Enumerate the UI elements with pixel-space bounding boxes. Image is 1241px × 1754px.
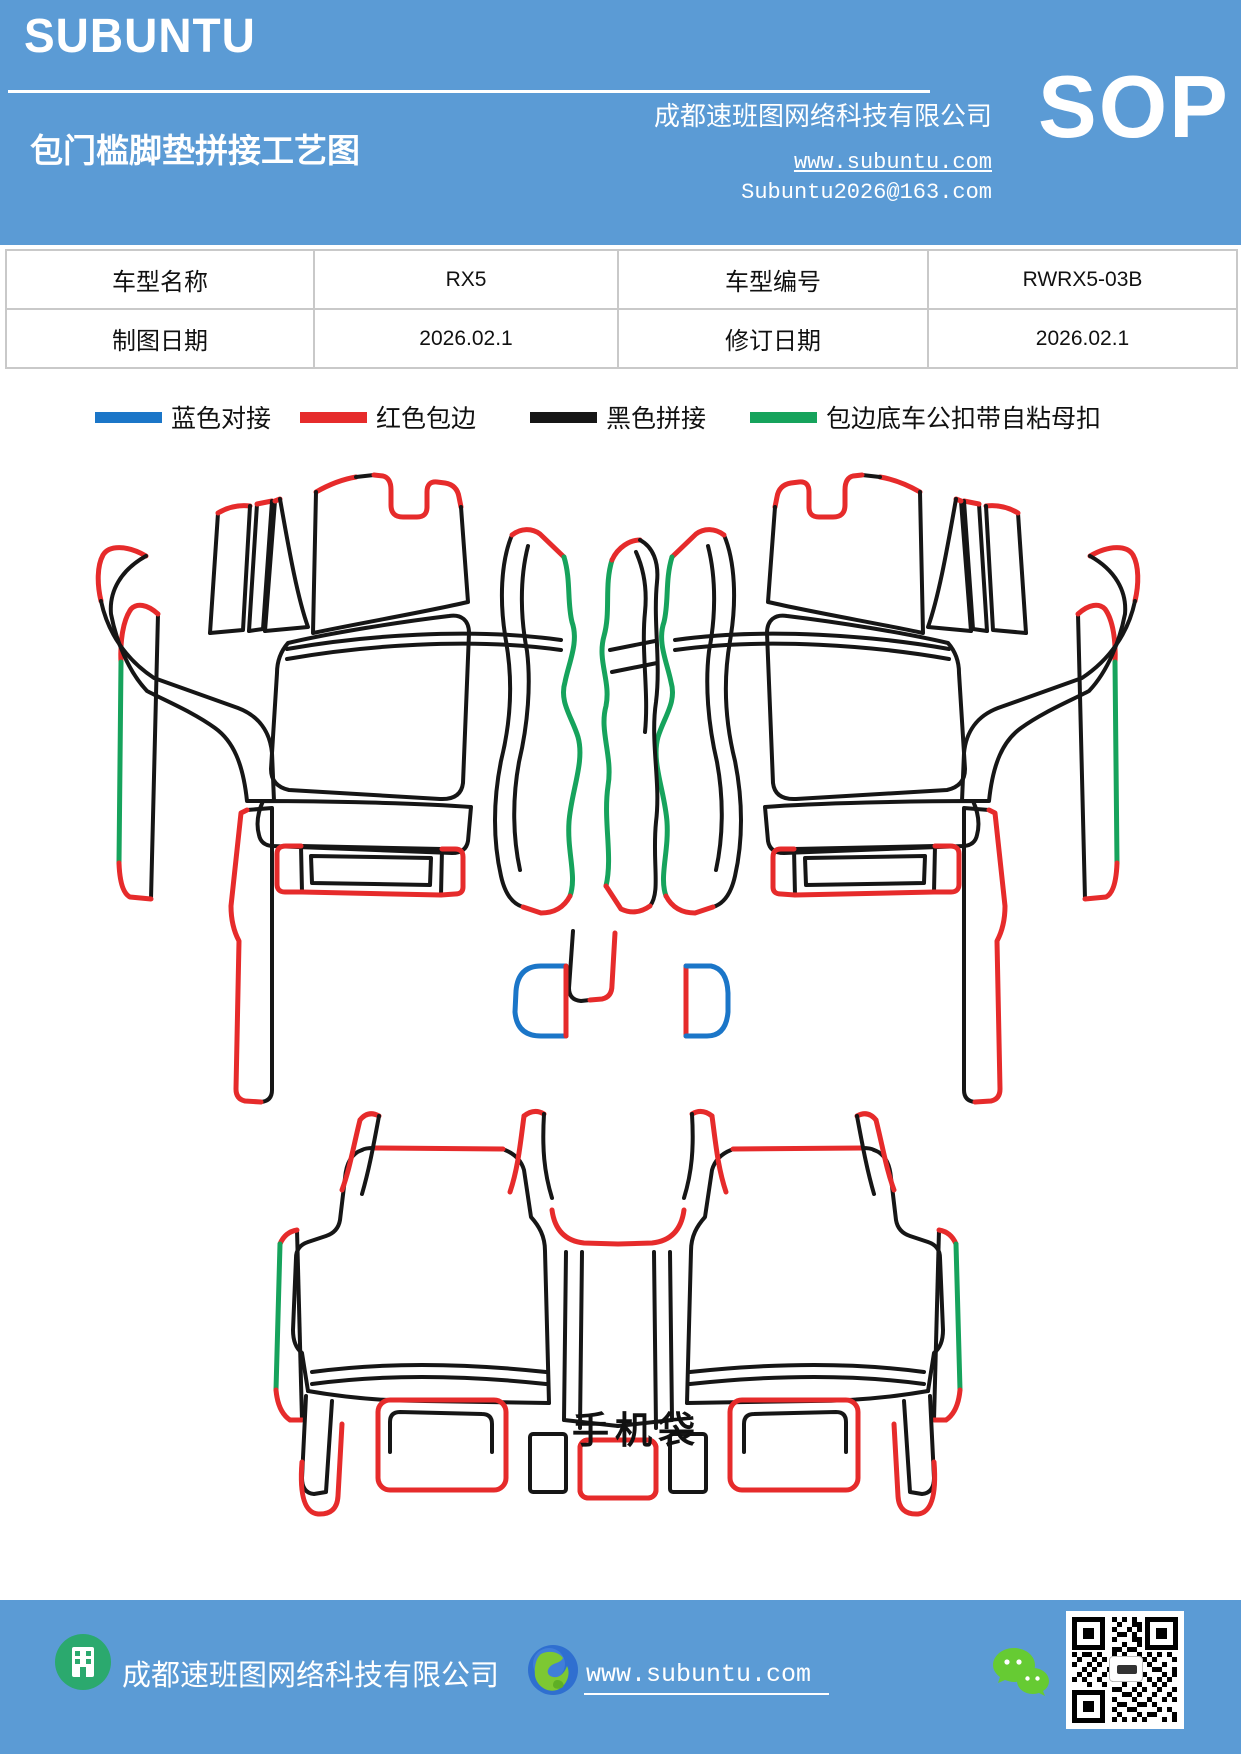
- rear-mat-left-half: [273, 1108, 659, 1517]
- legend-item-red: 红色包边: [300, 399, 476, 435]
- legend-item-blue: 蓝色对接: [95, 399, 271, 435]
- page-title: 包门槛脚垫拼接工艺图: [30, 134, 360, 170]
- vehicle-info-table: 车型名称 RX5 车型编号 RWRX5-03B 制图日期 2026.02.1 修…: [5, 249, 1238, 369]
- legend-item-black: 黑色拼接: [530, 399, 706, 435]
- legend: 蓝色对接 红色包边 黑色拼接 包边底车公扣带自粘母扣: [0, 399, 1241, 433]
- draw-date-value: 2026.02.1: [313, 308, 619, 369]
- draw-date-label: 制图日期: [5, 308, 315, 369]
- building-icon: [55, 1634, 111, 1690]
- footer-company-name: 成都速班图网络科技有限公司: [122, 1660, 500, 1692]
- globe-icon: [527, 1644, 579, 1696]
- revise-date-value: 2026.02.1: [927, 308, 1238, 369]
- model-code-label: 车型编号: [617, 249, 929, 310]
- blue-line-swatch: [95, 411, 162, 423]
- revise-date-label: 修订日期: [617, 308, 929, 369]
- phone-pocket-left-bracket: [512, 963, 569, 1039]
- header-email-link[interactable]: Subuntu2026@163.com: [741, 180, 992, 205]
- phone-pocket-right-bracket: [683, 963, 731, 1039]
- wechat-icon: [992, 1646, 1052, 1702]
- legend-label: 红色包边: [376, 406, 477, 433]
- center-hook-piece: [567, 929, 618, 1003]
- center-bolster-piece: [599, 537, 660, 915]
- subuntu-logo: SUBUNTU: [24, 7, 256, 63]
- qr-code: [1066, 1611, 1184, 1729]
- legend-label: 包边底车公扣带自粘母扣: [826, 406, 1102, 433]
- table-row: 制图日期 2026.02.1 修订日期 2026.02.1: [5, 308, 1238, 369]
- red-line-swatch: [300, 411, 367, 423]
- header-divider: [8, 90, 930, 93]
- sop-label: SOP: [1038, 57, 1230, 156]
- header-website-link[interactable]: www.subuntu.com: [793, 150, 992, 175]
- legend-label: 蓝色对接: [171, 406, 272, 433]
- green-line-swatch: [750, 411, 817, 423]
- model-name-label: 车型名称: [5, 249, 315, 310]
- front-left-mat-group: [95, 472, 583, 1105]
- legend-label: 黑色拼接: [606, 406, 707, 433]
- phone-pocket-label: 手机袋: [572, 1411, 701, 1452]
- footer-website-link[interactable]: www.subuntu.com: [584, 1660, 830, 1695]
- table-row: 车型名称 RX5 车型编号 RWRX5-03B: [5, 249, 1238, 310]
- header-company-name: 成都速班图网络科技有限公司: [653, 102, 992, 131]
- header-band: SUBUNTU 包门槛脚垫拼接工艺图 成都速班图网络科技有限公司 www.sub…: [0, 0, 1241, 245]
- mat-diagram: 手机袋: [0, 428, 1241, 1520]
- model-name-value: RX5: [313, 249, 619, 310]
- black-line-swatch: [530, 411, 597, 423]
- model-code-value: RWRX5-03B: [927, 249, 1238, 310]
- legend-item-green: 包边底车公扣带自粘母扣: [750, 399, 1101, 435]
